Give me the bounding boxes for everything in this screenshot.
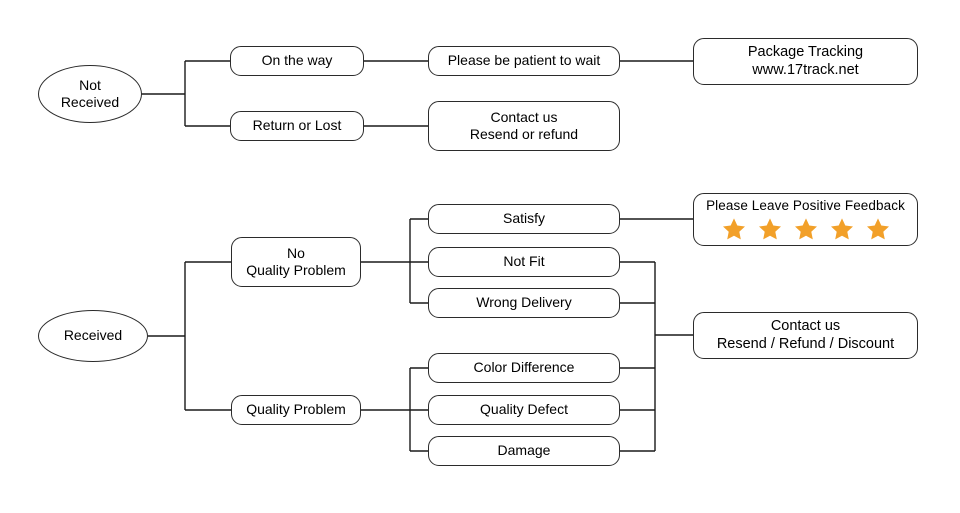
node-contact-us-resend-refund-discount[interactable]: Contact us Resend / Refund / Discount (693, 312, 918, 359)
star-icon[interactable] (722, 217, 746, 241)
node-positive-feedback[interactable]: Please Leave Positive Feedback (693, 193, 918, 246)
node-quality-defect[interactable]: Quality Defect (428, 395, 620, 425)
star-icon[interactable] (830, 217, 854, 241)
star-icon[interactable] (758, 217, 782, 241)
node-color-difference[interactable]: Color Difference (428, 353, 620, 383)
node-not-received[interactable]: Not Received (38, 65, 142, 123)
node-label: Please be patient to wait (447, 52, 601, 69)
star-icon[interactable] (794, 217, 818, 241)
node-label: Contact us Resend or refund (469, 108, 579, 142)
node-not-fit[interactable]: Not Fit (428, 247, 620, 277)
node-contact-us-resend-or-refund[interactable]: Contact us Resend or refund (428, 101, 620, 151)
node-label: Wrong Delivery (476, 294, 572, 311)
node-quality-problem[interactable]: Quality Problem (231, 395, 361, 425)
node-label: Contact us Resend / Refund / Discount (716, 317, 895, 352)
node-label: Satisfy (502, 210, 545, 227)
node-label: On the way (261, 52, 333, 69)
node-wrong-delivery[interactable]: Wrong Delivery (428, 288, 620, 318)
node-label: Quality Problem (246, 401, 346, 418)
node-label: Package Tracking www.17track.net (747, 43, 864, 78)
node-on-the-way[interactable]: On the way (230, 46, 364, 76)
node-label: Quality Defect (480, 401, 568, 418)
node-damage[interactable]: Damage (428, 436, 620, 466)
node-label: Not Fit (503, 253, 545, 270)
node-label: Received (63, 327, 123, 344)
node-no-quality-problem[interactable]: No Quality Problem (231, 237, 361, 287)
node-label: Damage (497, 442, 551, 459)
node-label: Not Received (60, 76, 120, 110)
node-received[interactable]: Received (38, 310, 148, 362)
star-rating[interactable] (722, 217, 890, 241)
node-label: Return or Lost (252, 117, 342, 134)
node-package-tracking[interactable]: Package Tracking www.17track.net (693, 38, 918, 85)
feedback-label: Please Leave Positive Feedback (706, 198, 905, 214)
star-icon[interactable] (866, 217, 890, 241)
node-label: No Quality Problem (246, 244, 346, 278)
node-label: Color Difference (473, 359, 575, 376)
node-satisfy[interactable]: Satisfy (428, 204, 620, 234)
node-please-be-patient-to-wait[interactable]: Please be patient to wait (428, 46, 620, 76)
node-return-or-lost[interactable]: Return or Lost (230, 111, 364, 141)
